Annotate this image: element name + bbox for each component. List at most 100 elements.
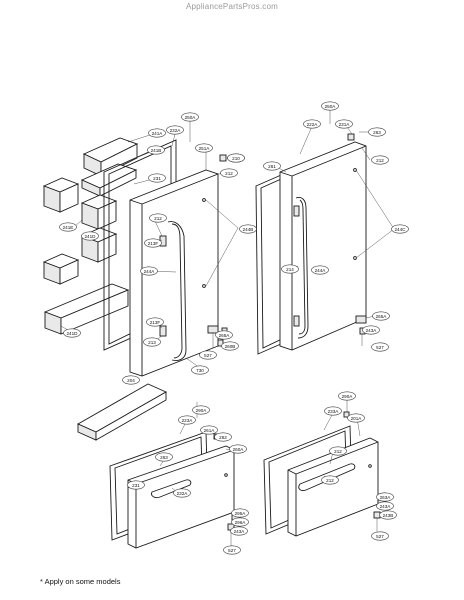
callout-241d: 241D bbox=[63, 328, 81, 338]
footnote: * Apply on some models bbox=[40, 577, 121, 586]
svg-text:730: 730 bbox=[196, 368, 204, 373]
svg-text:243A: 243A bbox=[380, 504, 392, 509]
callout-233a: 233A bbox=[324, 406, 342, 416]
callout-243a: 243A bbox=[376, 501, 394, 511]
svg-text:251A: 251A bbox=[199, 146, 211, 151]
callout-244a: 244A bbox=[140, 266, 158, 276]
callout-263: 263 bbox=[368, 127, 386, 137]
svg-text:261A: 261A bbox=[204, 428, 216, 433]
svg-text:260A: 260A bbox=[233, 447, 245, 452]
svg-text:223A: 223A bbox=[182, 418, 194, 423]
callout-231: 231 bbox=[127, 480, 145, 490]
callout-261: 261 bbox=[263, 161, 281, 171]
svg-text:244C: 244C bbox=[395, 227, 407, 232]
callout-296a: 296A bbox=[231, 517, 249, 527]
callout-263a: 263A bbox=[376, 492, 394, 502]
svg-text:232A: 232A bbox=[170, 128, 182, 133]
callout-213f: 213F bbox=[144, 238, 162, 248]
svg-text:212: 212 bbox=[326, 478, 334, 483]
callout-527: 527 bbox=[199, 350, 217, 360]
svg-text:212: 212 bbox=[376, 158, 384, 163]
svg-text:250A: 250A bbox=[185, 115, 197, 120]
svg-text:231: 231 bbox=[132, 483, 140, 488]
svg-text:231: 231 bbox=[153, 176, 161, 181]
svg-text:210: 210 bbox=[232, 156, 240, 161]
callout-243a: 243A bbox=[362, 325, 380, 335]
callout-201a: 201A bbox=[347, 413, 365, 423]
callout-212: 212 bbox=[371, 155, 389, 165]
callout-223a: 223A bbox=[178, 415, 196, 425]
callout-263: 263 bbox=[155, 452, 173, 462]
callout-251a: 251A bbox=[195, 143, 213, 153]
svg-text:204: 204 bbox=[127, 378, 135, 383]
svg-text:241D: 241D bbox=[67, 331, 79, 336]
callout-241e: 241E bbox=[59, 222, 77, 232]
callout-241a: 241A bbox=[148, 128, 166, 138]
svg-text:241E: 241E bbox=[63, 225, 74, 230]
callout-210: 210 bbox=[227, 153, 245, 163]
svg-text:265A: 265A bbox=[219, 333, 231, 338]
callout-212: 212 bbox=[321, 475, 339, 485]
callout-213f: 213F bbox=[146, 317, 164, 327]
callout-290a: 290A bbox=[192, 405, 210, 415]
callout-527: 527 bbox=[371, 342, 389, 352]
svg-text:232A: 232A bbox=[177, 491, 189, 496]
callout-265a: 265A bbox=[372, 311, 390, 321]
callout-250a: 250A bbox=[181, 112, 199, 122]
callout-213: 213 bbox=[143, 337, 161, 347]
callout-261a: 261A bbox=[200, 425, 218, 435]
callout-265a: 265A bbox=[215, 330, 233, 340]
watermark: AppliancePartsPros.com bbox=[186, 2, 278, 11]
svg-text:231A: 231A bbox=[339, 122, 351, 127]
callout-241d: 241D bbox=[81, 231, 99, 241]
callout-260b: 260B bbox=[221, 341, 239, 351]
callout-295a: 295A bbox=[231, 508, 249, 518]
svg-text:213F: 213F bbox=[150, 320, 161, 325]
callout-222a: 222A bbox=[303, 119, 321, 129]
svg-text:243B: 243B bbox=[383, 513, 394, 518]
svg-text:527: 527 bbox=[228, 548, 236, 553]
svg-text:243A: 243A bbox=[234, 529, 246, 534]
callout-212: 212 bbox=[220, 168, 238, 178]
svg-text:260B: 260B bbox=[225, 344, 236, 349]
svg-text:213F: 213F bbox=[148, 241, 159, 246]
svg-text:222A: 222A bbox=[307, 122, 319, 127]
svg-text:201A: 201A bbox=[351, 416, 363, 421]
svg-text:212: 212 bbox=[334, 449, 342, 454]
svg-text:241A: 241A bbox=[152, 131, 164, 136]
callout-262: 262 bbox=[214, 432, 232, 442]
callout-730: 730 bbox=[191, 365, 209, 375]
svg-text:295A: 295A bbox=[235, 511, 247, 516]
svg-text:263: 263 bbox=[160, 455, 168, 460]
refrigerator-door-right bbox=[279, 141, 367, 351]
svg-text:290A: 290A bbox=[196, 408, 208, 413]
callout-260a: 260A bbox=[229, 444, 247, 454]
svg-text:241D: 241D bbox=[85, 234, 97, 239]
callout-231: 231 bbox=[148, 173, 166, 183]
svg-text:213: 213 bbox=[148, 340, 156, 345]
svg-text:261: 261 bbox=[268, 164, 276, 169]
callout-204: 204 bbox=[122, 375, 140, 385]
svg-text:233A: 233A bbox=[328, 409, 340, 414]
callout-232a: 232A bbox=[166, 125, 184, 135]
svg-text:527: 527 bbox=[204, 353, 212, 358]
svg-text:263: 263 bbox=[373, 130, 381, 135]
callout-212: 212 bbox=[329, 446, 347, 456]
svg-text:243A: 243A bbox=[366, 328, 378, 333]
svg-text:290A: 290A bbox=[342, 394, 354, 399]
callout-527: 527 bbox=[371, 531, 389, 541]
svg-text:265A: 265A bbox=[376, 314, 388, 319]
svg-text:212: 212 bbox=[154, 216, 162, 221]
svg-text:263A: 263A bbox=[380, 495, 392, 500]
svg-text:244A: 244A bbox=[144, 269, 156, 274]
callout-212: 212 bbox=[149, 213, 167, 223]
callout-244c: 244C bbox=[391, 224, 409, 234]
svg-text:214: 214 bbox=[286, 267, 294, 272]
hinge-parts-upper-left bbox=[207, 154, 228, 348]
callout-244b: 244B bbox=[239, 224, 257, 234]
callout-232a: 232A bbox=[173, 488, 191, 498]
svg-text:212: 212 bbox=[225, 171, 233, 176]
callout-527: 527 bbox=[223, 545, 241, 555]
callout-243b: 243B bbox=[379, 510, 397, 520]
